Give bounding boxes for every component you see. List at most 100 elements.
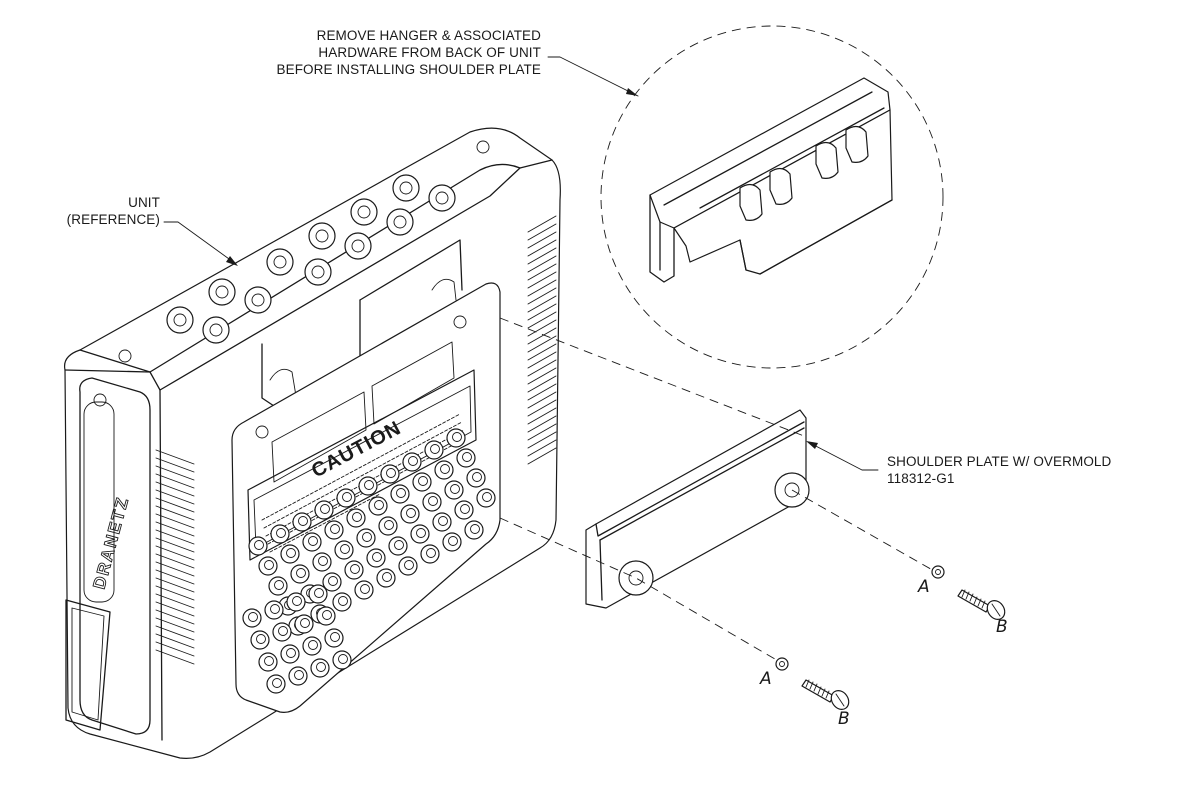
unit-callout-line-2: (REFERENCE) <box>67 212 160 227</box>
cable-grommet <box>366 548 386 568</box>
cable-grommet <box>410 524 430 544</box>
cable-grommet-center <box>350 564 360 574</box>
cable-grommet <box>334 540 354 560</box>
cable-grommet-center <box>286 648 296 658</box>
cable-grommet-center <box>320 504 330 514</box>
cable-grommet <box>400 504 420 524</box>
cable-grommet <box>258 556 278 576</box>
cable-grommet-center <box>404 560 414 570</box>
hardware-set-upper <box>931 565 1006 620</box>
cable-grommet-center <box>274 580 284 590</box>
cable-grommet-center <box>394 540 404 550</box>
hanger-part <box>649 77 893 283</box>
cable-grommet <box>336 488 356 508</box>
cable-grommet <box>466 468 486 488</box>
cable-grommet-center <box>440 464 450 474</box>
plate-leader-arrow <box>806 441 818 449</box>
cable-grommet <box>358 476 378 496</box>
cable-grommet <box>290 564 310 584</box>
cable-grommet <box>266 674 286 694</box>
panel-screw-left <box>255 425 269 439</box>
cable-grommet-center <box>386 468 396 478</box>
cable-grommet <box>308 584 328 604</box>
washer-upper <box>931 565 945 579</box>
cable-grommet <box>432 512 452 532</box>
cable-grommet-center <box>316 662 326 672</box>
cable-grommet-center <box>292 596 302 606</box>
logo-hole <box>93 393 107 407</box>
cable-grommet-center <box>328 576 338 586</box>
cable-grommet <box>454 500 474 520</box>
cable-grommet <box>398 556 418 576</box>
cable-grommet-center <box>382 572 392 582</box>
mount-hole-right <box>476 140 490 154</box>
cable-grommet-center <box>470 524 480 534</box>
cable-grommet-center <box>416 528 426 538</box>
cable-grommet-center <box>322 610 332 620</box>
cable-grommet <box>456 448 476 468</box>
cable-grommet-center <box>408 456 418 466</box>
cable-grommet <box>302 532 322 552</box>
washer-lower <box>775 657 789 671</box>
hanger-detail-view <box>600 25 944 369</box>
cable-grommet <box>356 528 376 548</box>
cable-grommet <box>354 580 374 600</box>
screw-lower <box>801 679 850 710</box>
cable-grommet <box>388 536 408 556</box>
cable-grommet-center <box>256 634 266 644</box>
cable-grommet <box>288 666 308 686</box>
cable-grommet <box>286 592 306 612</box>
cable-grommet <box>292 512 312 532</box>
cable-grommet <box>324 628 344 648</box>
cable-grommet-center <box>308 536 318 546</box>
cable-grommet <box>324 520 344 540</box>
cable-grommet <box>242 608 262 628</box>
cable-grommet <box>442 532 462 552</box>
cable-grommet <box>316 606 336 626</box>
plate-callout: SHOULDER PLATE W/ OVERMOLD 118312-G1 <box>887 454 1112 486</box>
unit-leader-line <box>163 221 237 265</box>
cable-grommet-center <box>278 626 288 636</box>
shoulder-plate <box>585 409 810 609</box>
cable-grommet-center <box>462 452 472 462</box>
hanger-callout-line-1: REMOVE HANGER & ASSOCIATED <box>317 28 542 43</box>
screw-label-lower: B <box>838 709 850 729</box>
cable-grommet <box>272 622 292 642</box>
cable-grommet <box>464 520 484 540</box>
cable-grommet-center <box>360 584 370 594</box>
cable-grommet <box>376 568 396 588</box>
cable-grommet-center <box>338 596 348 606</box>
cable-grommet <box>310 658 330 678</box>
cable-grommet <box>402 452 422 472</box>
cable-grommet-center <box>430 444 440 454</box>
cable-grommet <box>412 472 432 492</box>
right-vents <box>527 215 557 465</box>
cable-grommet <box>248 536 268 556</box>
cable-grommet-center <box>472 472 482 482</box>
input-jacks <box>166 174 456 344</box>
washer-label-upper: A <box>917 577 930 597</box>
cable-grommet-center <box>460 504 470 514</box>
cable-grommet-center <box>426 548 436 558</box>
panel-window-left <box>271 391 367 483</box>
cable-grommet <box>294 614 314 634</box>
cable-grommet-center <box>296 568 306 578</box>
cable-grommet-center <box>372 552 382 562</box>
plate-callout-line-2: 118312-G1 <box>887 471 954 486</box>
cable-grommet-center <box>384 520 394 530</box>
cable-grommet <box>424 440 444 460</box>
plate-callout-line-1: SHOULDER PLATE W/ OVERMOLD <box>887 454 1112 469</box>
cable-grommet <box>434 460 454 480</box>
cable-grommet <box>446 428 466 448</box>
cable-grommet-center <box>338 654 348 664</box>
cable-grommet-center <box>314 588 324 598</box>
plate-boss-left <box>618 560 654 596</box>
cable-grommet-center <box>300 618 310 628</box>
cable-grommet-center <box>254 540 264 550</box>
plate-leader-line <box>807 441 879 471</box>
cable-grommet <box>302 636 322 656</box>
cable-grommet-center <box>340 544 350 554</box>
cable-grommet <box>380 464 400 484</box>
hanger-callout: REMOVE HANGER & ASSOCIATED HARDWARE FROM… <box>276 28 541 77</box>
cable-grommet-center <box>352 512 362 522</box>
